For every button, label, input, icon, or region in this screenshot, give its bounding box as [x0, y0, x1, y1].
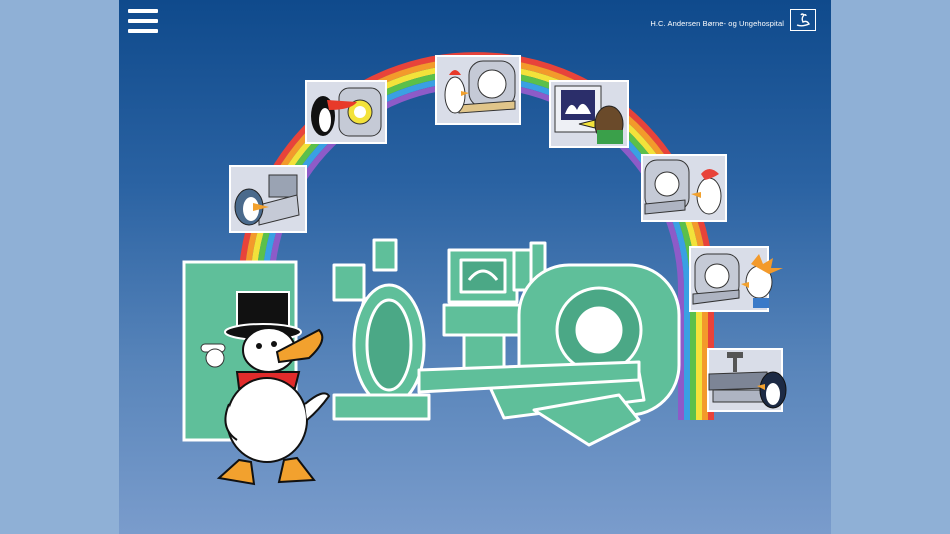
- app-screen: H.C. Andersen Børne- og Ungehospital: [119, 0, 831, 534]
- menu-bar-bottom: [128, 29, 158, 33]
- swan-logo-icon: [790, 9, 816, 31]
- mri-bird-icon: [641, 154, 727, 222]
- ct-hen-icon: [435, 55, 521, 125]
- exam-spect-button[interactable]: [689, 246, 785, 312]
- menu-button[interactable]: [128, 9, 158, 33]
- pet-ct-toucan-icon: [305, 80, 387, 144]
- exam-ultrasound-button[interactable]: [229, 165, 307, 233]
- exam-x-ray-button[interactable]: [707, 348, 789, 412]
- duck-mascot-icon: [216, 291, 331, 486]
- gamma-camera-crow-icon: [549, 80, 629, 148]
- exam-ct-button[interactable]: [435, 55, 521, 125]
- exam-mri-button[interactable]: [641, 154, 727, 222]
- ultrasound-penguin-icon: [229, 165, 307, 233]
- brand-name: H.C. Andersen Børne- og Ungehospital: [650, 18, 784, 28]
- x-ray-penguin-icon: [707, 348, 787, 412]
- exam-gamma-camera-button[interactable]: [549, 80, 629, 148]
- scanner-equipment-icon: [332, 238, 681, 447]
- hamburger-menu-icon: [128, 9, 158, 13]
- exam-pet-ct-button[interactable]: [305, 80, 387, 144]
- spect-chick-icon: [689, 246, 783, 312]
- hospital-brand: H.C. Andersen Børne- og Ungehospital: [650, 9, 816, 31]
- menu-bar-middle: [128, 19, 158, 23]
